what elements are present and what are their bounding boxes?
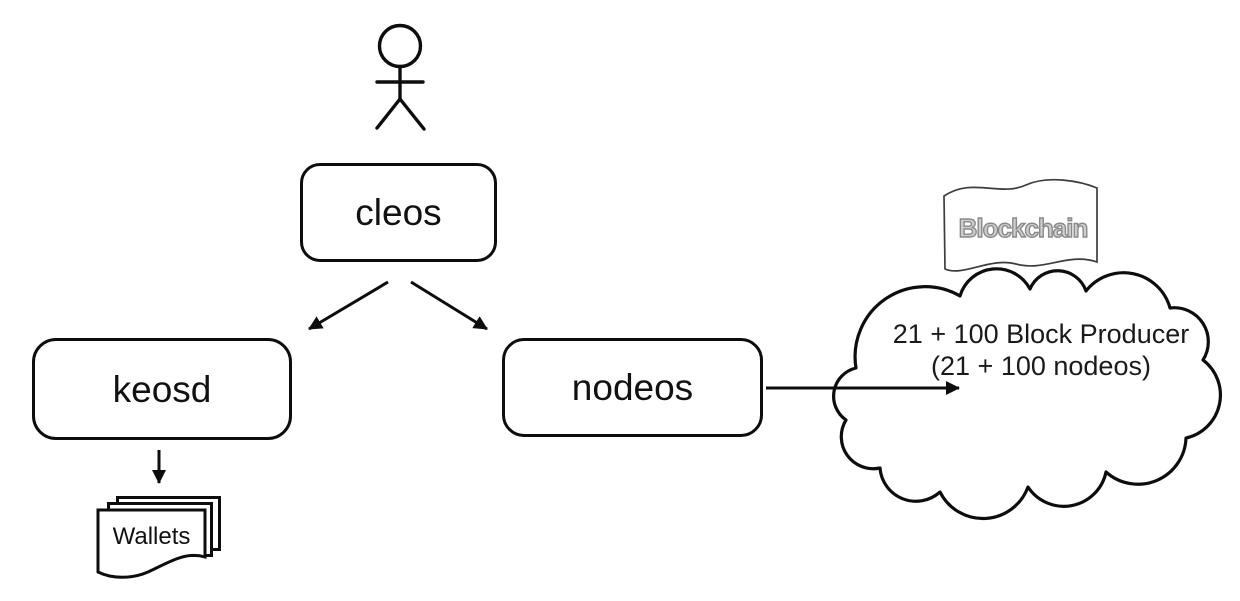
blockchain-flag-icon bbox=[943, 178, 1098, 272]
node-keosd-label: keosd bbox=[112, 368, 212, 410]
arrow-cleos-to-keosd bbox=[308, 280, 389, 331]
node-cleos: cleos bbox=[300, 163, 497, 262]
wallet-page-front bbox=[96, 508, 207, 579]
stacked-documents-icon bbox=[96, 496, 221, 579]
node-cleos-label: cleos bbox=[355, 192, 442, 233]
stick-figure-person-icon bbox=[375, 23, 426, 131]
cloud-caption: 21 + 100 Block Producer (21 + 100 nodeos… bbox=[880, 318, 1202, 382]
node-keosd: keosd bbox=[32, 338, 292, 440]
cloud-caption-line2: (21 + 100 nodeos) bbox=[931, 351, 1151, 381]
wallets-label: Wallets bbox=[112, 523, 191, 550]
actor-leg-right bbox=[398, 97, 426, 131]
arrow-cleos-to-nodeos bbox=[410, 280, 488, 331]
actor-leg-left bbox=[375, 97, 402, 130]
node-nodeos-label: nodeos bbox=[571, 367, 694, 408]
node-nodeos: nodeos bbox=[502, 338, 763, 437]
blockchain-flag-label: Blockchain bbox=[958, 212, 1089, 243]
cloud-caption-line1: 21 + 100 Block Producer bbox=[892, 319, 1190, 349]
blockchain-cloud-shape bbox=[832, 267, 1222, 521]
actor-head bbox=[377, 23, 423, 69]
